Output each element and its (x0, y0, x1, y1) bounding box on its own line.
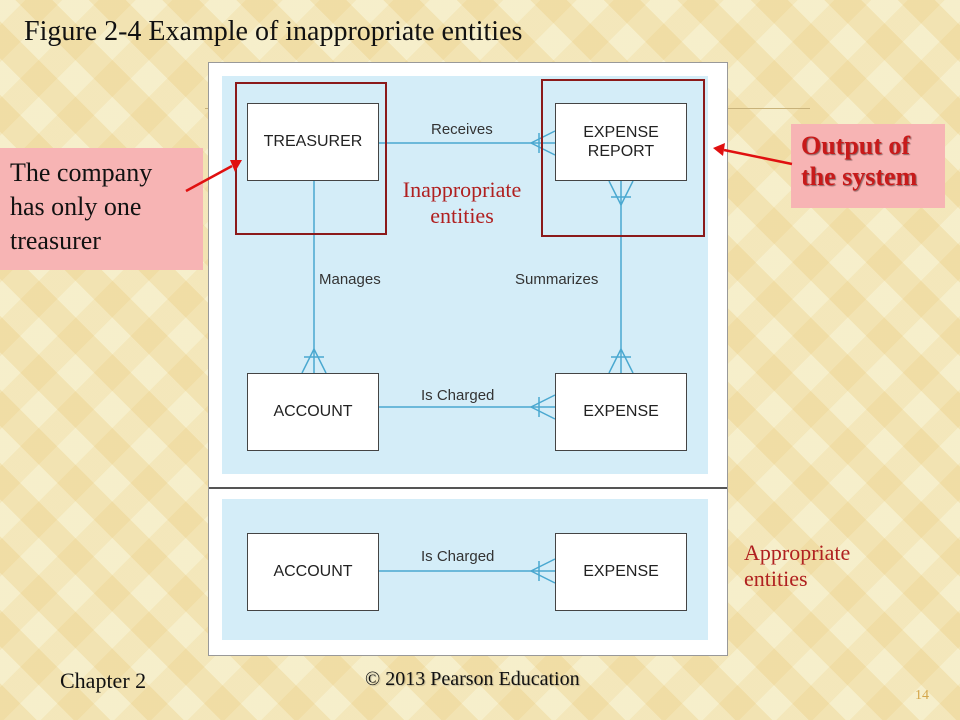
is-charged-2-crow-bottom (530, 570, 556, 584)
slide-title: Figure 2-4 Example of inappropriate enti… (24, 16, 523, 47)
arrow-right-head (713, 143, 725, 156)
entity-treasurer: TREASURER (247, 103, 379, 181)
entity-expense: EXPENSE (555, 373, 687, 451)
arrow-right-shaft (723, 148, 793, 166)
summarizes-bottom-crow-right (620, 348, 634, 374)
manages-crow-right (313, 348, 327, 374)
entity-expense-2: EXPENSE (555, 533, 687, 611)
callout-output-of-system: Output of the system (791, 124, 945, 208)
receives-crow-bottom (530, 142, 556, 156)
summarizes-top-crow-right (620, 180, 634, 206)
entity-expense-report: EXPENSE REPORT (555, 103, 687, 181)
er-diagram: TREASURER EXPENSE REPORT ACCOUNT EXPENSE… (208, 62, 728, 656)
highlight-expense-report (541, 79, 705, 237)
relationship-lines (301, 130, 634, 584)
arrow-left-head (230, 160, 242, 172)
entity-account: ACCOUNT (247, 373, 379, 451)
rel-manages: Manages (319, 271, 381, 288)
rel-is-charged-2: Is Charged (421, 548, 495, 565)
note-inappropriate: Inappropriate entities (402, 177, 522, 229)
entity-account-2: ACCOUNT (247, 533, 379, 611)
summarizes-top-crow-left (608, 180, 622, 206)
page-number: 14 (915, 688, 929, 703)
highlight-treasurer (235, 82, 387, 235)
rel-summarizes: Summarizes (515, 271, 599, 288)
summarizes-bottom-crow-left (608, 348, 622, 374)
is-charged-2-crow-top (530, 558, 556, 572)
receives-crow-top (530, 130, 556, 144)
footer-chapter: Chapter 2 (60, 668, 147, 693)
is-charged-crow-top (530, 394, 556, 408)
note-appropriate: Appropriate entities (744, 540, 851, 592)
rel-receives: Receives (431, 121, 493, 138)
panel-separator (209, 487, 727, 489)
arrow-left-shaft (185, 164, 233, 193)
manages-crow-left (301, 348, 315, 374)
is-charged-crow-bottom (530, 406, 556, 420)
footer-copyright: © 2013 Pearson Education (365, 668, 580, 690)
rel-is-charged: Is Charged (421, 387, 495, 404)
callout-one-treasurer: The company has only one treasurer (0, 148, 203, 270)
